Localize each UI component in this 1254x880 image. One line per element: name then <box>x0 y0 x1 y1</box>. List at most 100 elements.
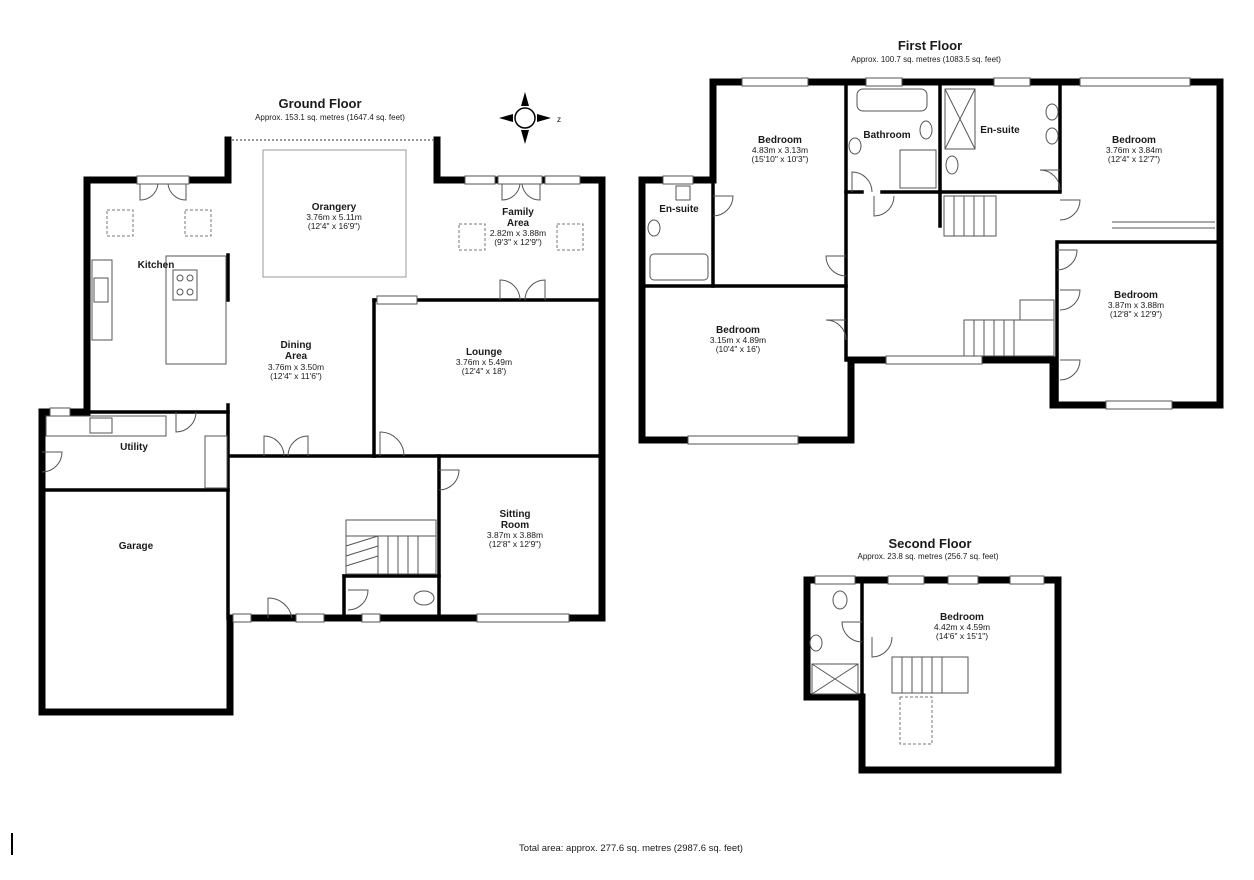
en-suite-door <box>712 195 734 217</box>
wc-toilet-icon <box>413 590 435 606</box>
en-suite-top-label: En-suite <box>980 125 1020 136</box>
landing-door <box>873 195 895 217</box>
total-area: Total area: approx. 277.6 sq. metres (29… <box>519 843 743 854</box>
bedroom4-dim-ft: (12'8" x 12'9") <box>1110 309 1162 319</box>
second-floor-stairs <box>891 656 969 694</box>
en-suite-top-door <box>1039 169 1061 191</box>
ground-floor: z Ground Floor Approx. 153.1 sq. metres … <box>38 92 606 716</box>
sitting-room-label-2: Room <box>501 520 529 531</box>
sitting-room-dim-m: 3.87m x 3.88m <box>487 530 543 540</box>
toilet-icon <box>675 185 691 201</box>
lounge-label: Lounge <box>466 347 503 358</box>
bedroom1-door <box>825 255 847 277</box>
basin-icon <box>1045 103 1059 121</box>
loft-hatch <box>899 696 933 745</box>
second-floor-window <box>814 575 856 585</box>
sitting-room-label-1: Sitting <box>499 509 530 520</box>
bedroom4-door <box>1056 249 1078 271</box>
orangery-dim-ft: (12'4" x 16'9") <box>308 221 360 231</box>
utility-door <box>175 411 197 433</box>
family-rooflight <box>458 223 486 251</box>
utility-sink-icon <box>89 417 113 434</box>
dining-area-dim-m: 3.76m x 3.50m <box>268 362 324 372</box>
second-floor-window <box>887 575 925 585</box>
family-area-dim-ft: (9'3" x 12'9") <box>494 237 542 247</box>
bedroom3-dim-m: 3.15m x 4.89m <box>710 335 766 345</box>
bedroom2-dim-m: 3.76m x 3.84m <box>1106 145 1162 155</box>
bath-icon <box>649 253 709 281</box>
dining-area-label-2: Area <box>285 351 308 362</box>
first-floor: First Floor Approx. 100.7 sq. metres (10… <box>638 38 1224 445</box>
bedroom3-door <box>825 319 847 341</box>
family-french-doors-swing <box>501 183 541 201</box>
hall-window-right <box>361 613 381 623</box>
wc-door <box>347 589 369 611</box>
basin-icon <box>848 137 862 155</box>
kitchen-sink-icon <box>93 277 109 303</box>
bedroom3-window <box>687 435 799 445</box>
lounge-hall-door <box>379 431 405 457</box>
bedroom4-window <box>1105 400 1173 410</box>
second-floor-window <box>1009 575 1045 585</box>
bath-icon <box>856 88 928 112</box>
toilet-icon <box>832 590 848 610</box>
family-window-right <box>544 175 581 185</box>
bedroom4-dim-m: 3.87m x 3.88m <box>1108 300 1164 310</box>
bathroom-window <box>865 77 903 87</box>
garage-label: Garage <box>119 541 154 552</box>
lounge-window <box>376 295 418 305</box>
bedroom3-label: Bedroom <box>716 325 760 336</box>
wardrobe-door <box>1059 289 1081 311</box>
basin-icon <box>1045 127 1059 145</box>
family-area-dim-m: 2.82m x 3.88m <box>490 228 546 238</box>
compass-icon <box>499 92 551 144</box>
utility-label: Utility <box>120 442 148 453</box>
second-floor-title: Second Floor <box>888 536 971 551</box>
wardrobe-door <box>1059 359 1081 381</box>
ground-floor-area: Approx. 153.1 sq. metres (1647.4 sq. fee… <box>255 113 405 122</box>
second-floor-door <box>841 621 863 643</box>
kitchen-rooflight <box>184 209 212 237</box>
second-floor-area: Approx. 23.8 sq. metres (256.7 sq. feet) <box>858 552 999 561</box>
en-suite-left-window <box>662 175 694 185</box>
en-suite-left-label: En-suite <box>659 204 699 215</box>
bedroom1-window <box>741 77 809 87</box>
sitting-door <box>438 469 460 491</box>
lounge-dim-m: 3.76m x 5.49m <box>456 357 512 367</box>
first-floor-area: Approx. 100.7 sq. metres (1083.5 sq. fee… <box>851 55 1001 64</box>
orangery-dim-m: 3.76m x 5.11m <box>306 212 362 222</box>
landing-window <box>885 355 983 365</box>
utility-cupboard <box>204 435 228 489</box>
second-floor-door <box>871 636 893 658</box>
hall-window-left <box>232 613 252 623</box>
second-floor-bedroom-label: Bedroom <box>940 612 984 623</box>
second-floor-bedroom-dim-m: 4.42m x 4.59m <box>934 622 990 632</box>
ground-floor-title: Ground Floor <box>278 96 361 111</box>
bedroom4-label: Bedroom <box>1114 290 1158 301</box>
en-suite-window <box>993 77 1031 87</box>
dining-double-doors <box>263 435 309 457</box>
family-window-left <box>464 175 496 185</box>
second-floor-bedroom-dim-ft: (14'6" x 15'1") <box>936 631 988 641</box>
front-door <box>267 597 293 619</box>
dining-area-dim-ft: (12'4" x 11'6") <box>270 371 322 381</box>
sitting-room-dim-ft: (12'8" x 12'9") <box>489 539 541 549</box>
hob-icon <box>172 269 198 301</box>
kitchen-window <box>136 175 190 185</box>
utility-side-door <box>41 451 63 473</box>
lounge-double-doors <box>499 279 546 301</box>
toilet-icon <box>919 120 933 140</box>
family-french-doors <box>497 175 543 185</box>
bedroom2-window <box>1079 77 1191 87</box>
sitting-window <box>476 613 570 623</box>
kitchen-label: Kitchen <box>138 260 175 271</box>
first-floor-title: First Floor <box>898 38 962 53</box>
bedroom1-label: Bedroom <box>758 135 802 146</box>
basin-icon <box>647 219 661 237</box>
second-floor: Second Floor Approx. 23.8 sq. metres (25… <box>803 536 1062 774</box>
kitchen-rooflight <box>106 209 134 237</box>
bathroom-door <box>851 171 873 193</box>
utility-window <box>49 407 71 417</box>
bedroom2-label: Bedroom <box>1112 135 1156 146</box>
